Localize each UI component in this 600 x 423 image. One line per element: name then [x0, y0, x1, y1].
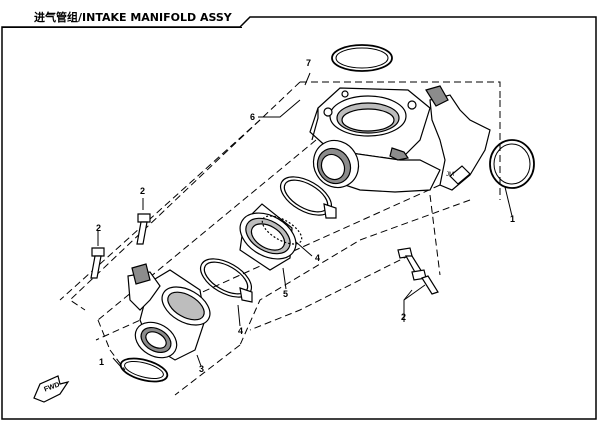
o-ring-part-7 [331, 44, 393, 72]
fwd-arrow [33, 375, 70, 403]
callout-4-right: 4 [315, 253, 321, 263]
callout-2-left: 2 [96, 223, 102, 233]
o-ring-part-1-right [489, 139, 535, 189]
hose-clamp-part-4-upper [280, 176, 337, 219]
bolt-part-2-upper [136, 213, 151, 245]
diagram-title: 进气管组/INTAKE MANIFOLD ASSY [34, 11, 232, 24]
callout-7: 7 [306, 58, 312, 68]
callout-4-left: 4 [238, 326, 244, 336]
callout-2-right: 2 [401, 312, 407, 322]
callout-5: 5 [283, 289, 289, 299]
intake-boot-part-5 [239, 203, 303, 271]
bolt-part-2-left [90, 247, 105, 279]
bolt-part-2-right-a [397, 247, 423, 275]
callout-1-left: 1 [99, 357, 105, 367]
bolt-part-2-right-b [411, 269, 439, 295]
o-ring-part-1-left [119, 357, 169, 383]
callout-2-top: 2 [140, 186, 146, 196]
svg-text:JM: JM [446, 172, 454, 178]
callout-6: 6 [250, 112, 256, 122]
frame [1, 16, 597, 420]
intake-manifold-part-6: JM [309, 85, 491, 193]
callout-3: 3 [199, 364, 205, 374]
hose-clamp-part-4-lower [200, 258, 253, 303]
throttle-adapter-part-3 [127, 263, 211, 361]
callout-1-right: 1 [510, 214, 516, 224]
